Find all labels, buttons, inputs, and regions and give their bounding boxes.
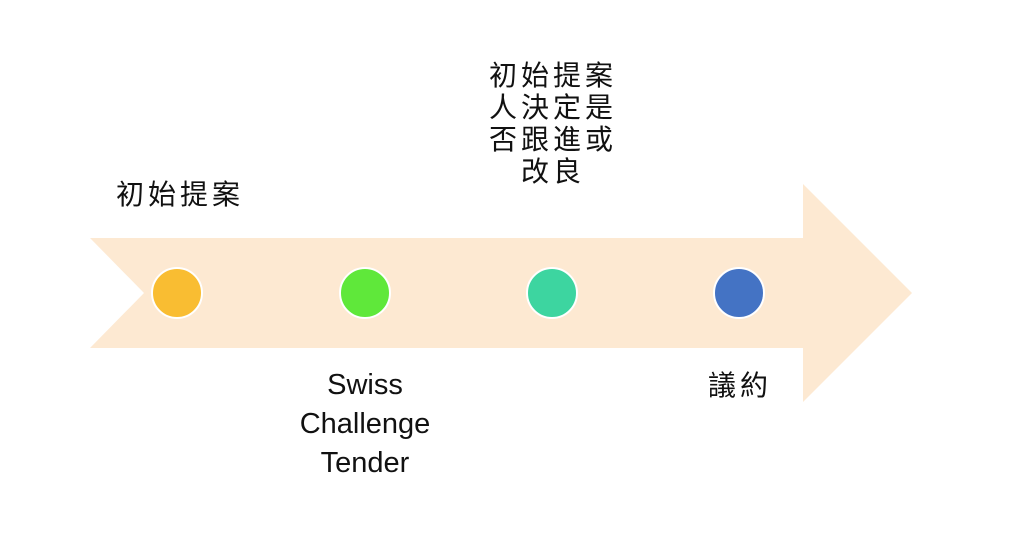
stage-2-dot bbox=[339, 267, 391, 319]
stage-4-label: 議約 bbox=[707, 369, 772, 402]
stage-3-label: 初始提案 人決定是 否跟進或 改良 bbox=[488, 59, 617, 188]
stage-3-dot bbox=[526, 267, 578, 319]
stage-2-label: Swiss Challenge Tender bbox=[299, 369, 431, 479]
stage-1-label: 初始提案 bbox=[115, 178, 244, 211]
stage-1-dot bbox=[151, 267, 203, 319]
arrow-shape bbox=[90, 184, 912, 402]
stage-4-dot bbox=[713, 267, 765, 319]
